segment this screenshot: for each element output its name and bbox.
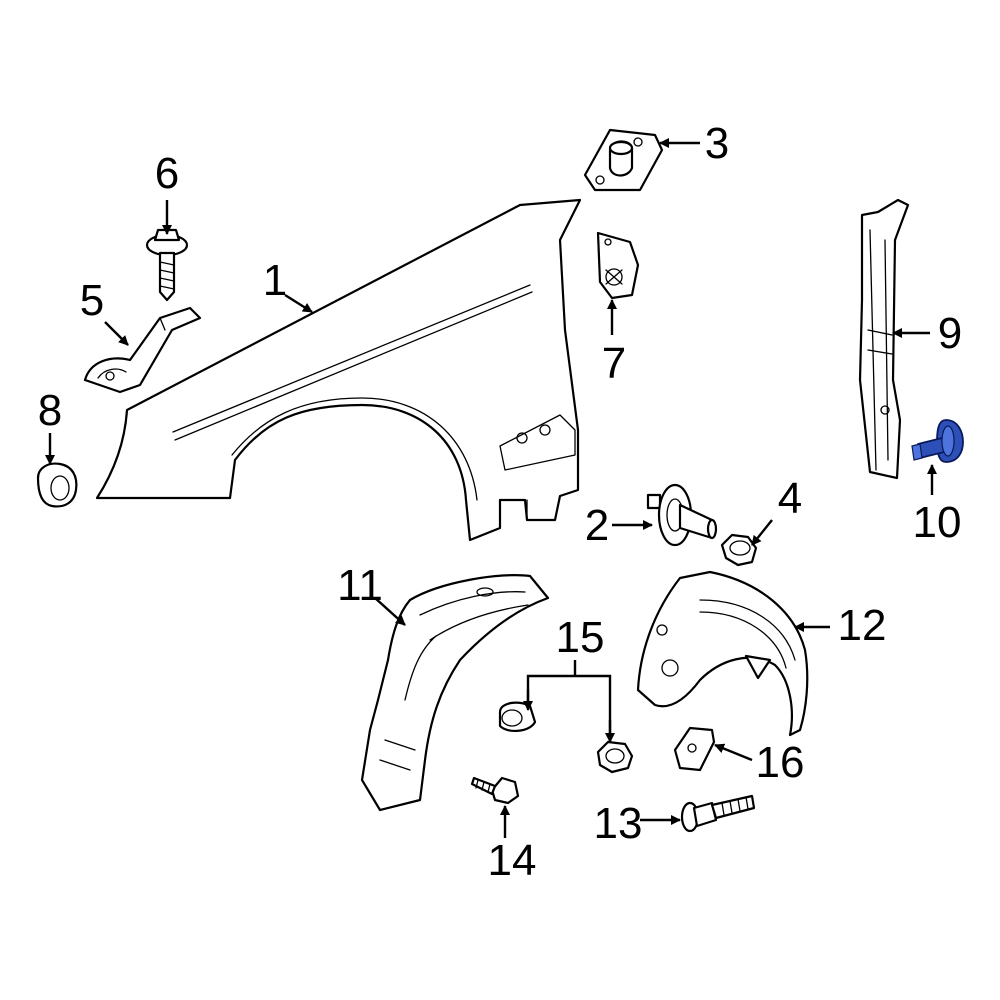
clip-nut-part: [673, 726, 716, 772]
callout-13: 13: [594, 799, 643, 848]
callout-3: 3: [705, 119, 729, 168]
bolt-washer-part: [646, 483, 718, 547]
callout-2: 2: [585, 501, 609, 550]
callout-labels: 1 2 3 4 5 6 7 8 9 10 11 12 13 14 15 16: [38, 119, 962, 885]
liner-fastener-part: [498, 701, 634, 774]
fender-liner-rear-part: [636, 570, 809, 737]
callout-6: 6: [155, 149, 179, 198]
callout-8: 8: [38, 386, 62, 435]
flange-screw-part: [145, 228, 189, 302]
callout-16: 16: [756, 738, 805, 787]
fender-liner-front-part: [360, 574, 550, 812]
bracket-nut-top-part: [583, 128, 664, 192]
leader-4: [751, 519, 773, 546]
leader-1: [284, 293, 313, 314]
leader-16: [714, 743, 753, 762]
callout-11: 11: [337, 561, 383, 610]
leader-lines: [45, 138, 937, 838]
retainer-clip-part: [911, 419, 964, 463]
callout-15: 15: [556, 613, 605, 662]
callout-9: 9: [938, 309, 962, 358]
callout-10: 10: [913, 498, 962, 547]
nut-part: [720, 533, 758, 567]
tapping-screw-part: [470, 776, 520, 805]
callout-1: 1: [263, 256, 287, 305]
callout-12: 12: [838, 601, 887, 650]
callout-7: 7: [602, 339, 626, 388]
mounting-bracket-part: [83, 306, 202, 394]
leader-15-bracket: [526, 674, 612, 742]
fender-part: [95, 198, 582, 542]
support-bracket-part: [858, 198, 910, 480]
callout-5: 5: [80, 276, 104, 325]
callout-14: 14: [488, 836, 537, 885]
leader-11: [374, 597, 406, 626]
leader-5: [104, 321, 129, 346]
grommet-part: [36, 462, 78, 508]
clip-bracket-part: [596, 231, 640, 300]
long-bolt-part: [680, 794, 756, 833]
callout-4: 4: [778, 474, 802, 523]
